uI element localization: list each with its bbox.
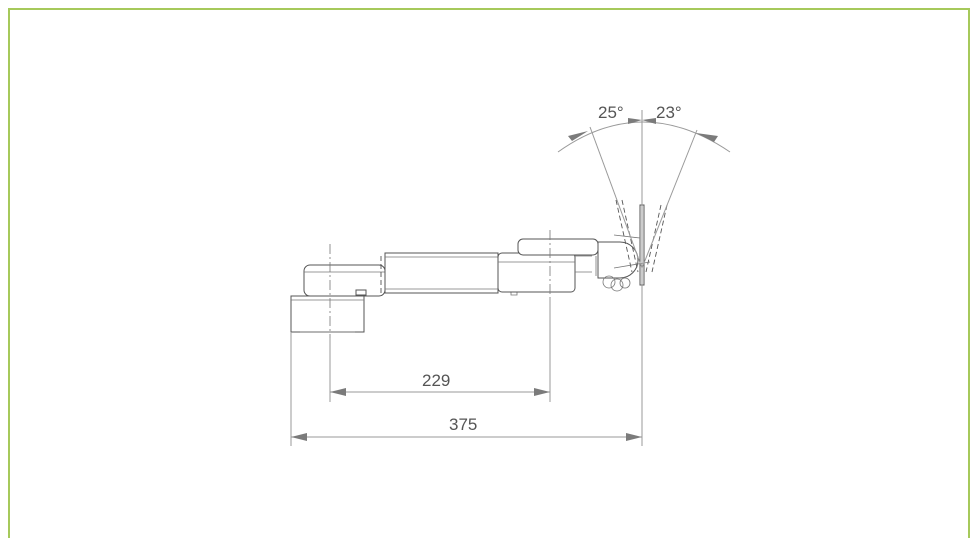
dimension-375-label: 375 <box>449 415 477 434</box>
base-clamp <box>290 256 386 333</box>
dimension-229: 229 <box>330 371 550 396</box>
elbow-joint <box>497 238 599 293</box>
dimension-229-label: 229 <box>422 371 450 390</box>
tilt-backward-label: 23° <box>656 103 682 122</box>
dimension-375: 375 <box>291 415 642 441</box>
arm-segment <box>384 252 518 296</box>
border-frame <box>8 8 970 538</box>
tilt-forward-label: 25° <box>598 103 624 122</box>
tilt-head <box>595 199 668 292</box>
tilt-angle-indicator: 25° 23° <box>557 103 731 269</box>
